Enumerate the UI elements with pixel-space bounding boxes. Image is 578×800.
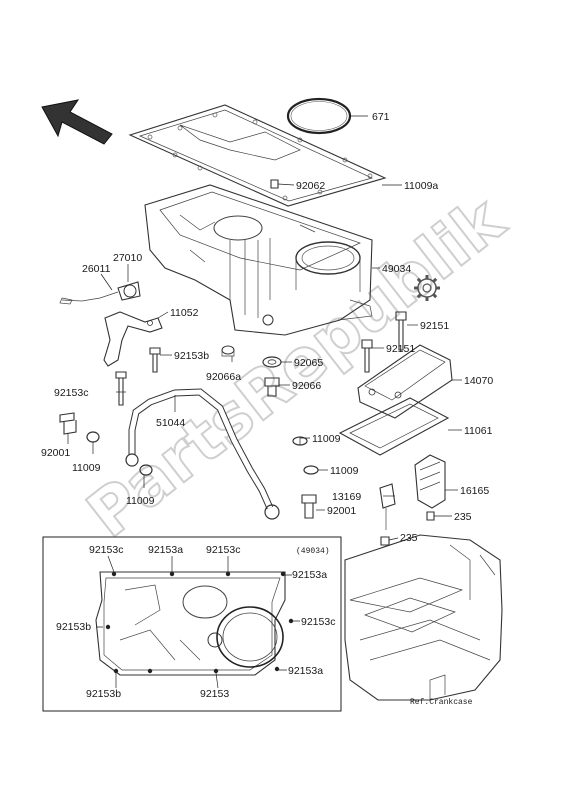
label-92065: 92065 bbox=[294, 357, 323, 369]
oil-strainer-16165 bbox=[414, 454, 446, 509]
oil-pressure-switch bbox=[59, 281, 141, 305]
banjo-bolt-92001-left bbox=[59, 412, 77, 435]
pipe-13169 bbox=[379, 483, 396, 530]
inset-label-92153c-1: 92153c bbox=[89, 544, 123, 556]
label-92153c: 92153c bbox=[54, 387, 88, 399]
gasket-11061 bbox=[338, 397, 450, 456]
bolt-92062 bbox=[270, 179, 279, 189]
label-235-lower: 235 bbox=[400, 532, 418, 544]
label-92066: 92066 bbox=[292, 380, 321, 392]
label-51044: 51044 bbox=[156, 417, 185, 429]
label-11009-lower: 11009 bbox=[126, 495, 155, 507]
washer-11009-left bbox=[86, 431, 100, 443]
inset-label-92153a-2: 92153a bbox=[292, 569, 327, 581]
ref-crankcase-label: Ref.Crankcase bbox=[410, 698, 473, 707]
gear-icon[interactable] bbox=[414, 275, 440, 301]
label-13169: 13169 bbox=[332, 491, 361, 503]
label-14070: 14070 bbox=[464, 375, 493, 387]
inset-label-92153c-2: 92153c bbox=[206, 544, 240, 556]
label-92151-upper: 92151 bbox=[420, 320, 449, 332]
label-92153b: 92153b bbox=[174, 350, 209, 362]
label-671: 671 bbox=[372, 111, 390, 123]
bolt-92153c bbox=[115, 371, 127, 406]
inset-label-92153c-3: 92153c bbox=[301, 616, 335, 628]
oil-hose-51044 bbox=[125, 388, 280, 520]
label-11009-right: 11009 bbox=[330, 465, 359, 477]
o-ring-671 bbox=[286, 97, 352, 135]
baffle-plate-14070 bbox=[357, 344, 453, 419]
plug-92066a bbox=[221, 345, 235, 357]
bolt-235-lower bbox=[380, 536, 390, 546]
bracket-11052 bbox=[103, 311, 163, 367]
bolt-92151-upper bbox=[395, 311, 407, 351]
label-92062: 92062 bbox=[296, 180, 325, 192]
label-26011: 26011 bbox=[82, 263, 111, 275]
drain-plug-92066 bbox=[264, 377, 280, 397]
inset-label-92153a-1: 92153a bbox=[148, 544, 183, 556]
label-92151-lower: 92151 bbox=[386, 343, 415, 355]
label-16165: 16165 bbox=[460, 485, 489, 497]
inset-ref-code: (49034) bbox=[296, 547, 330, 556]
label-235-right: 235 bbox=[454, 511, 472, 523]
banjo-bolt-92001-right bbox=[301, 494, 317, 519]
inset-box: (49034) 92153c 92153a 92153c 92153a 9215… bbox=[42, 536, 342, 712]
bolt-92153b bbox=[149, 347, 161, 373]
label-11061: 11061 bbox=[464, 425, 493, 437]
bolt-235-right bbox=[426, 511, 435, 521]
oil-pan-gasket bbox=[128, 104, 387, 207]
label-49034: 49034 bbox=[382, 263, 411, 275]
inset-label-92153a-3: 92153a bbox=[288, 665, 323, 677]
part-labels: 671 11009a 92062 49034 27010 26011 11052… bbox=[41, 111, 493, 707]
direction-arrow-icon bbox=[41, 99, 113, 145]
label-11009-mid: 11009 bbox=[312, 433, 341, 445]
label-92066a: 92066a bbox=[206, 371, 241, 383]
label-92001-left: 92001 bbox=[41, 447, 70, 459]
oil-pan-49034 bbox=[144, 184, 373, 336]
label-92001-right: 92001 bbox=[327, 505, 356, 517]
leader-lines bbox=[67, 115, 462, 541]
label-11009a: 11009a bbox=[404, 180, 438, 192]
label-27010: 27010 bbox=[113, 252, 142, 264]
washer-11009-lower bbox=[139, 464, 153, 476]
crankcase bbox=[344, 534, 503, 701]
inset-label-92153b-1: 92153b bbox=[56, 621, 91, 633]
washer-11009-right bbox=[303, 465, 319, 475]
label-11009-left: 11009 bbox=[72, 462, 101, 474]
inset-label-92153: 92153 bbox=[200, 688, 229, 700]
label-11052: 11052 bbox=[170, 307, 199, 319]
inset-label-92153b-2: 92153b bbox=[86, 688, 121, 700]
